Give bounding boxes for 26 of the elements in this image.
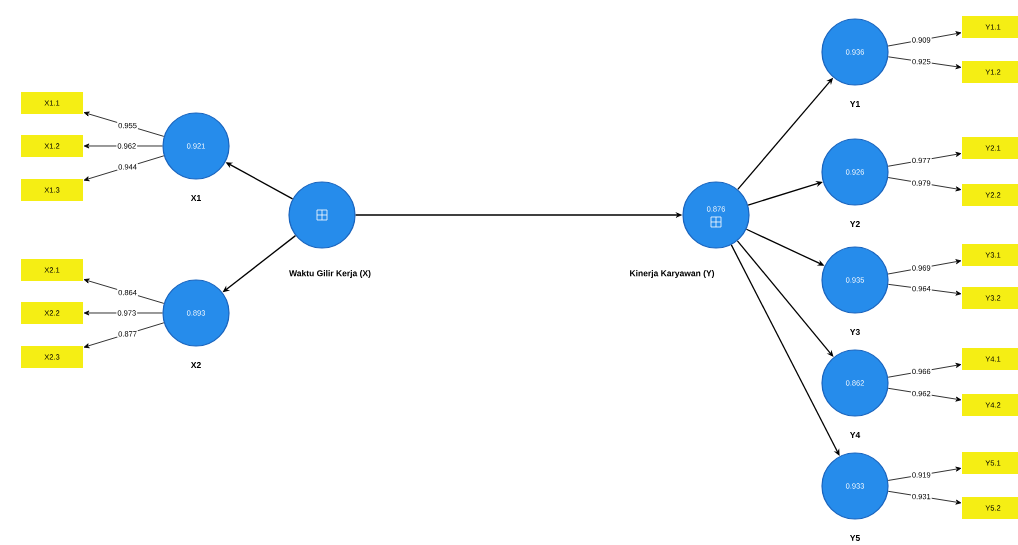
arrow xyxy=(887,283,962,296)
construct-name: Y1 xyxy=(849,101,860,107)
arrow xyxy=(887,490,962,505)
construct-name: Y4 xyxy=(849,432,861,438)
arrow xyxy=(747,181,823,206)
arrow xyxy=(887,56,962,70)
arrow xyxy=(887,151,962,167)
arrow xyxy=(887,177,962,192)
construct-name: Y3 xyxy=(849,329,860,335)
arrow xyxy=(887,466,962,481)
arrow xyxy=(83,155,165,182)
construct-name: X1 xyxy=(190,195,201,201)
arrow xyxy=(887,31,962,47)
arrow xyxy=(887,259,962,275)
arrow xyxy=(83,278,165,304)
construct-name: Y5 xyxy=(849,535,860,541)
construct-name: Kinerja Karyawan (Y) xyxy=(630,270,715,278)
arrow xyxy=(83,310,163,316)
construct-name: Y2 xyxy=(849,221,860,227)
arrow xyxy=(887,362,962,378)
construct-name: X2 xyxy=(190,362,201,368)
arrow xyxy=(887,387,962,402)
construct-name: Waktu Gilir Kerja (X) xyxy=(289,270,371,278)
arrow xyxy=(83,111,165,137)
arrow xyxy=(83,322,165,349)
arrow xyxy=(83,143,163,149)
